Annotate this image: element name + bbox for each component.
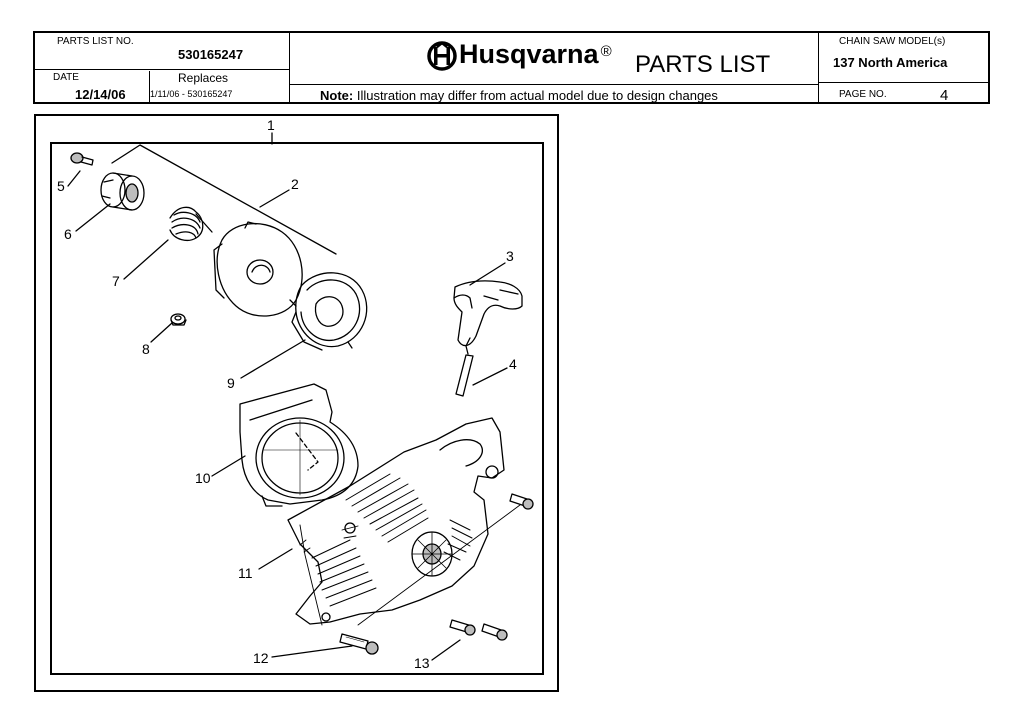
header-divider [289,84,818,85]
page-no-value: 4 [940,87,949,104]
callout-10: 10 [195,470,211,486]
parts-list-no-label: PARTS LIST NO. [57,36,134,47]
part-3-starter-handle [453,280,523,347]
callout-1: 1 [267,117,275,133]
callout-9: 9 [227,375,235,391]
header-divider [289,33,290,102]
part-6-pulley [100,172,145,211]
callout-11: 11 [238,565,253,581]
callout-3: 3 [506,248,514,264]
header-divider [818,82,990,83]
header-divider [818,33,819,102]
part-12-screw [339,633,379,655]
callout-7: 7 [112,273,120,289]
callout-2: 2 [291,176,299,192]
model-label: CHAIN SAW MODEL(s) [839,36,946,47]
part-2-housing [213,221,303,317]
part-9-rope-pulley [291,272,368,351]
parts-list-no: 530165247 [178,47,244,62]
part-5-screw [70,152,94,166]
model-value: 137 North America [833,55,948,70]
design-note: Note: Illustration may differ from actua… [320,88,718,103]
page-no-label: PAGE NO. [839,89,887,100]
part-7-spring [169,206,213,241]
replaces-label: Replaces [178,71,229,85]
diagram-frame [34,114,559,692]
date-value: 12/14/06 [75,87,126,102]
brand-name: Husqvarna® [459,39,612,69]
header-divider [35,69,289,70]
part-11-starter-cover [287,417,505,625]
part-10-fan-guard [239,383,359,507]
part-4-starter-rope [455,337,474,397]
husqvarna-logo-icon [427,41,457,71]
callout-8: 8 [142,341,150,357]
part-8-nut [170,313,187,326]
part-13-screws [449,493,534,641]
callout-5: 5 [57,178,65,194]
replaces-value: 1/11/06 - 530165247 [150,89,233,99]
callout-13: 13 [414,655,430,671]
header-table: PARTS LIST NO. 530165247 DATE 12/14/06 R… [33,31,990,104]
callout-4: 4 [509,356,517,372]
date-label: DATE [53,72,79,83]
diagram-inner-frame [50,142,544,675]
callout-6: 6 [64,226,72,242]
callout-12: 12 [253,650,269,666]
header-divider [149,71,150,102]
page-title: PARTS LIST [635,51,771,78]
leader-lines [67,132,521,661]
